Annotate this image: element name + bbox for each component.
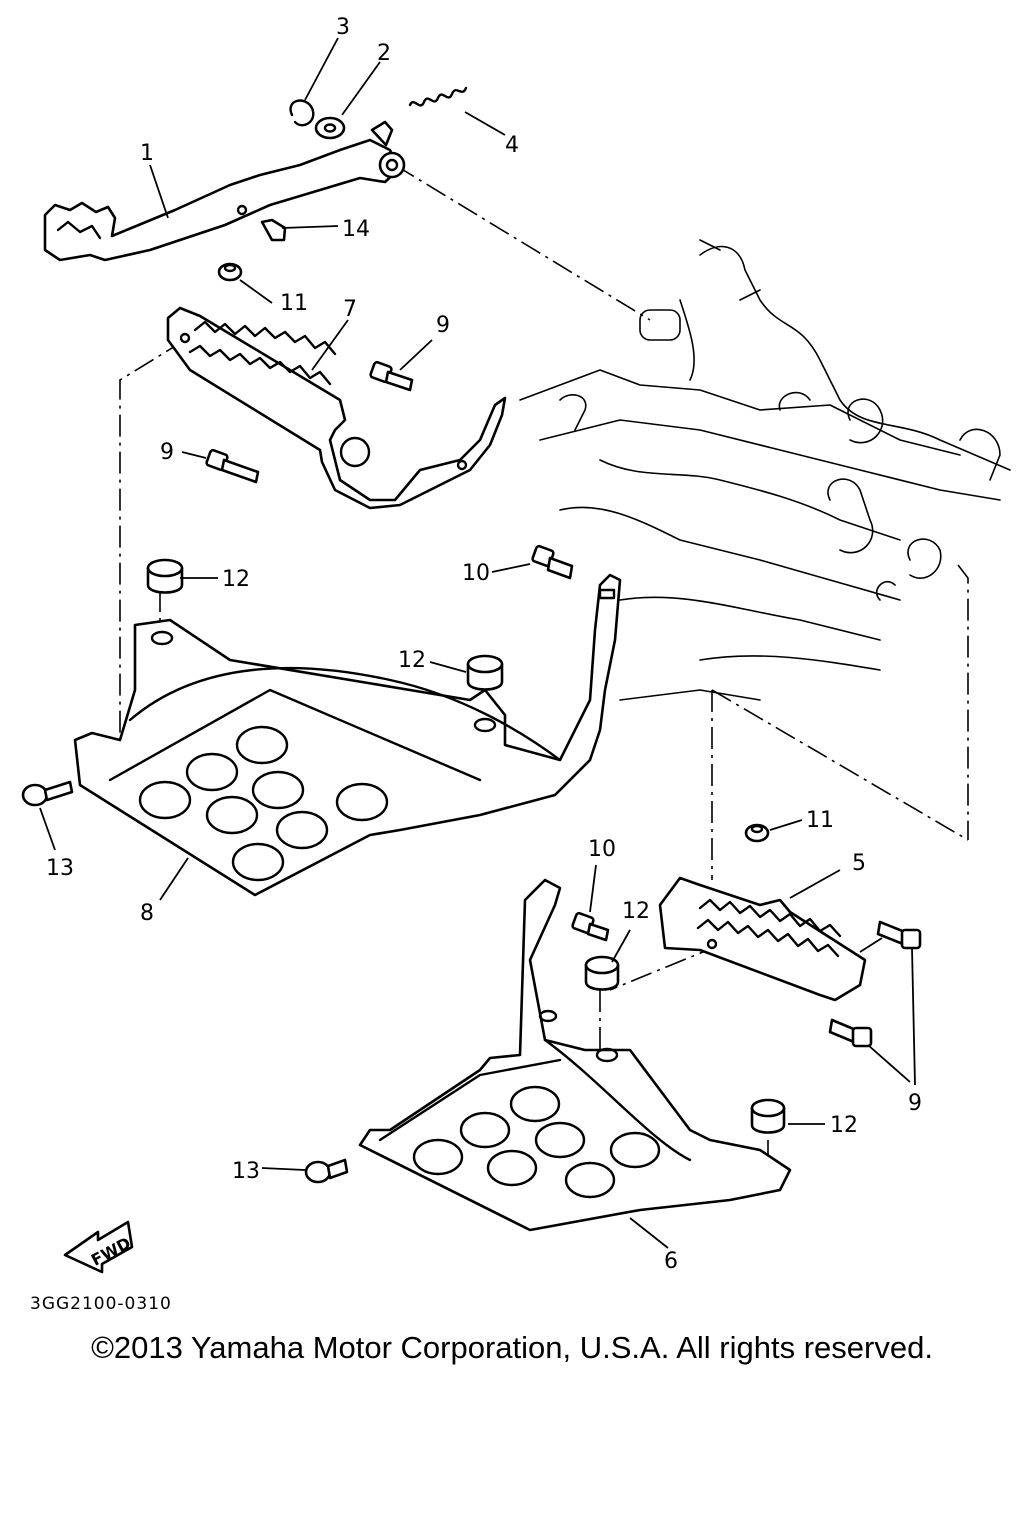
bolt-part-10-upper	[531, 544, 574, 580]
callout-12-c: 12	[622, 899, 650, 924]
washer-part-2	[314, 116, 346, 140]
callout-9-upper: 9	[436, 313, 450, 338]
callout-12-b: 12	[398, 648, 426, 673]
leader-lines	[39, 37, 916, 1249]
collars-and-grommets	[146, 262, 786, 1134]
callout-6: 6	[664, 1249, 678, 1274]
footrest-bracket-part-7	[166, 306, 507, 510]
grommet-part-12-c	[584, 955, 620, 991]
bolt-part-9-left-bottom	[828, 1018, 873, 1048]
callout-13-left: 13	[232, 1159, 260, 1184]
callout-14: 14	[342, 217, 370, 242]
callout-11-lower: 11	[806, 808, 834, 833]
brake-pedal-part-1	[43, 120, 406, 262]
bolt-part-9-lower	[205, 448, 260, 484]
diagram-reference-code: 3GG2100-0310	[30, 1294, 172, 1314]
alignment-lines	[119, 164, 969, 1170]
callout-7: 7	[343, 297, 357, 322]
callout-labels: 3 2 4 1 14 11 7 9 9 12 10 12 13 8 11 10 …	[46, 15, 922, 1274]
bolt-part-9-upper	[369, 360, 414, 392]
callout-12-d: 12	[830, 1113, 858, 1138]
copyright-notice: ©2013 Yamaha Motor Corporation, U.S.A. A…	[91, 1330, 933, 1365]
callout-5: 5	[852, 851, 866, 876]
callout-9-mid: 9	[160, 440, 174, 465]
footrest-part-5	[658, 876, 867, 1002]
callout-1: 1	[140, 141, 154, 166]
bolts	[21, 360, 922, 1184]
grommet-part-12-d	[750, 1098, 786, 1134]
exploded-parts-diagram: FWD 3 2 4 1 14 11 7 9 9 12 10 12 13 8 11…	[21, 15, 1011, 1274]
collar-part-11-upper	[217, 262, 243, 282]
screw-part-13-left	[304, 1158, 349, 1184]
callout-11-upper: 11	[280, 291, 308, 316]
callout-12-a: 12	[222, 567, 250, 592]
grommet-part-12-b	[466, 654, 504, 691]
callout-8: 8	[140, 901, 154, 926]
skid-plate-part-6	[358, 878, 792, 1232]
motorcycle-frame	[519, 239, 1011, 701]
circlip-part-3	[289, 99, 315, 127]
callout-3: 3	[336, 15, 350, 40]
bolt-part-10-lower	[571, 911, 610, 942]
callout-2: 2	[377, 41, 391, 66]
collar-part-11-lower	[744, 823, 770, 843]
pin-part-14	[260, 218, 287, 242]
callout-10-upper: 10	[462, 561, 490, 586]
callout-13-right: 13	[46, 856, 74, 881]
callout-10-lower: 10	[588, 837, 616, 862]
callout-9-lower: 9	[908, 1091, 922, 1116]
skid-plate-part-8	[73, 573, 622, 897]
bolt-part-9-left-top	[876, 920, 922, 950]
screw-part-13-right	[21, 780, 74, 807]
spring-part-4	[408, 86, 468, 107]
grommet-part-12-a	[146, 558, 184, 594]
forward-direction-arrow: FWD	[63, 1220, 134, 1274]
callout-4: 4	[505, 133, 519, 158]
